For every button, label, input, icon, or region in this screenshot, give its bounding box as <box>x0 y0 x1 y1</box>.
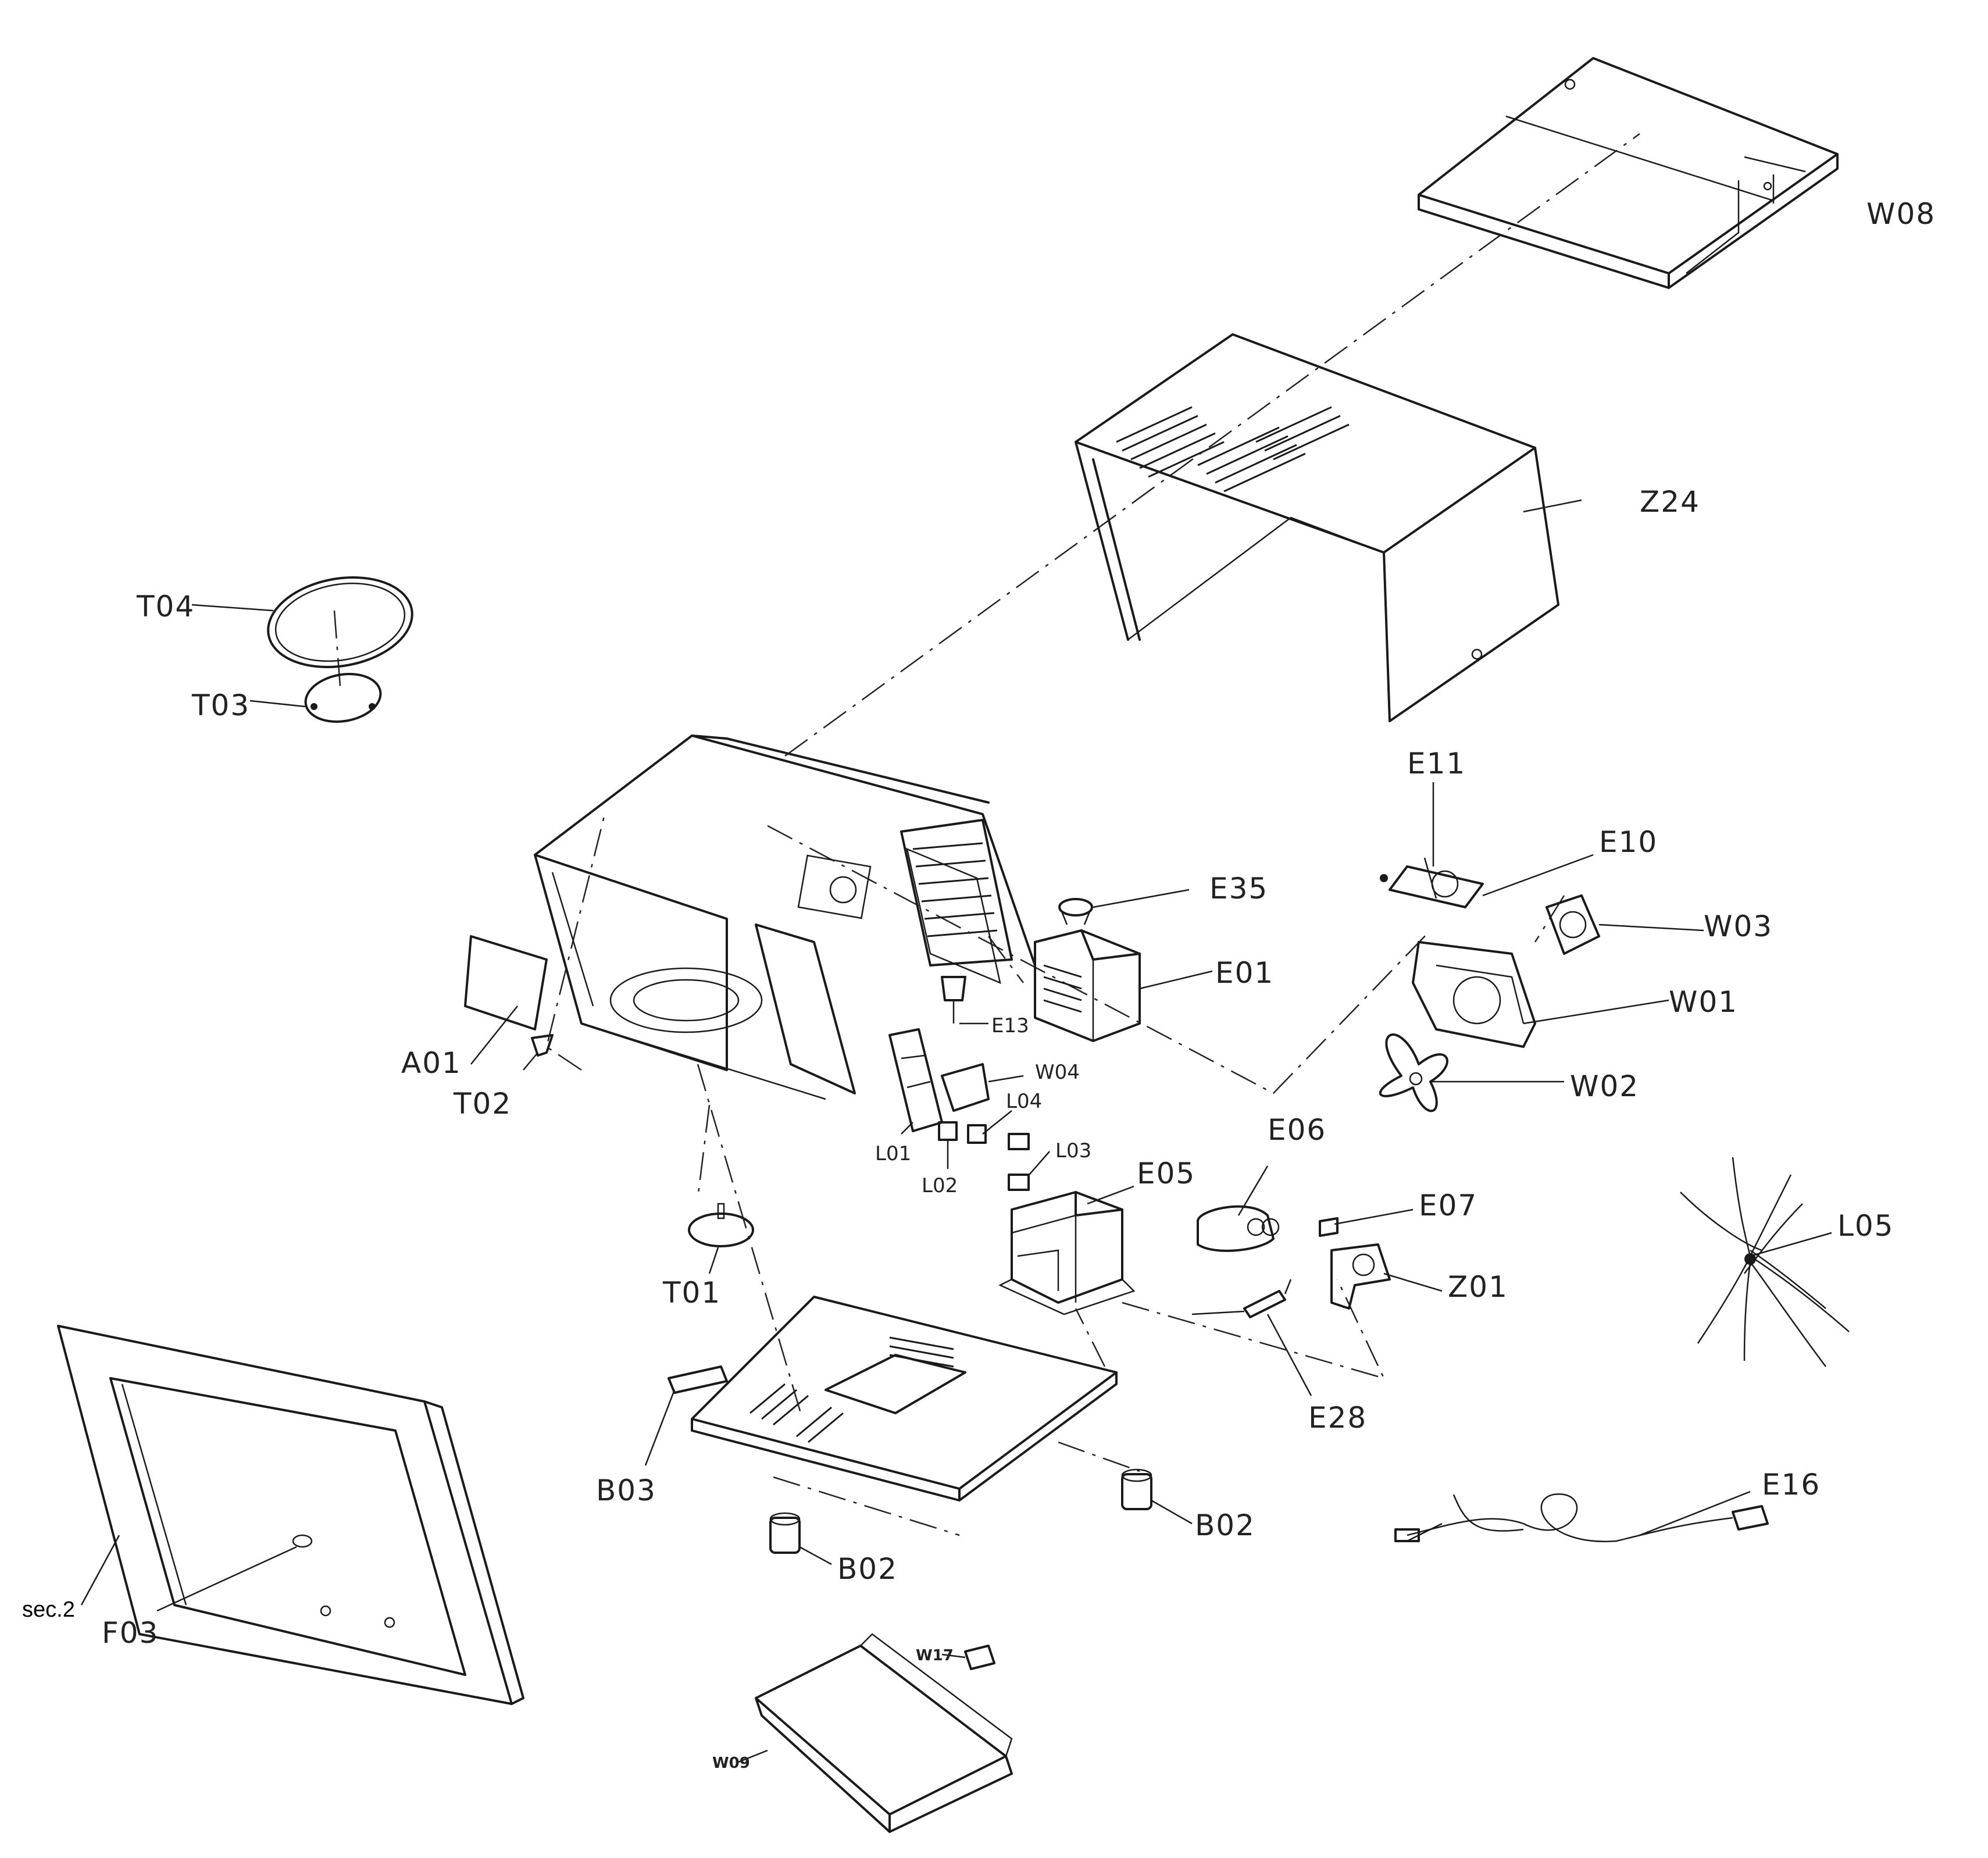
part-labels: W08 Z24 T04 T03 E11 E10 E35 W03 E01 W01 … <box>22 197 1936 1772</box>
leader-lines <box>80 156 1832 1763</box>
part-l04-switch <box>967 1124 987 1144</box>
cavity-side-vent-panel <box>900 819 1013 967</box>
label-w02: W02 <box>1570 1069 1639 1103</box>
label-t03: T03 <box>191 689 250 722</box>
part-a01-waveguide-cover <box>464 935 548 1030</box>
part-e35-thermostat <box>1058 898 1093 925</box>
part-e13-thermal-fuse <box>941 976 966 1023</box>
part-l05-wire-harness <box>1680 1157 1850 1367</box>
label-e07: E07 <box>1419 1189 1477 1222</box>
label-b03: B03 <box>596 1474 656 1507</box>
base-vent-slots <box>749 1336 954 1443</box>
cover-vent-grille <box>1116 406 1350 493</box>
label-t04: T04 <box>136 590 195 623</box>
label-l03: L03 <box>1055 1139 1091 1162</box>
label-t02: T02 <box>453 1087 512 1121</box>
label-e28: E28 <box>1308 1401 1367 1435</box>
part-b02-foot-left <box>769 1512 801 1554</box>
assembly-centerlines <box>333 133 1640 1536</box>
label-e11: E11 <box>1407 747 1466 780</box>
label-e06: E06 <box>1268 1113 1326 1147</box>
part-e16-power-cord <box>1394 1493 1769 1542</box>
label-w17: W17 <box>916 1647 954 1664</box>
part-w09-bottom-tray <box>755 1633 1013 1833</box>
label-e16: E16 <box>1762 1468 1821 1502</box>
part-l03-switch <box>1008 1133 1030 1191</box>
part-l01-latch-board <box>888 1028 943 1132</box>
label-l04: L04 <box>1006 1090 1042 1113</box>
label-w01: W01 <box>1669 985 1738 1019</box>
label-t01: T01 <box>662 1276 721 1310</box>
label-e13: E13 <box>991 1014 1029 1037</box>
part-z24-outer-cover <box>1075 333 1559 722</box>
label-b02-right: B02 <box>1195 1508 1255 1542</box>
part-e01-magnetron <box>1034 929 1141 1042</box>
label-e10: E10 <box>1599 825 1658 859</box>
label-a01: A01 <box>401 1046 462 1080</box>
part-z01-capacitor-bracket <box>1330 1243 1391 1310</box>
part-e28-hv-fuse <box>1191 1279 1292 1318</box>
part-w04-bracket <box>941 1063 990 1112</box>
part-b03-bracket <box>668 1365 728 1394</box>
label-z24: Z24 <box>1640 485 1700 519</box>
label-b02-left: B02 <box>837 1552 898 1586</box>
part-w03-fan-motor <box>1546 894 1600 955</box>
part-f03-door-frame <box>57 1325 524 1705</box>
part-t02-coupler <box>531 1034 554 1057</box>
label-w09: W09 <box>712 1754 750 1772</box>
part-w08-top-plate <box>1418 57 1839 289</box>
label-e35: E35 <box>1209 872 1268 905</box>
part-t03-roller-ring <box>304 673 382 723</box>
label-z01: Z01 <box>1448 1270 1508 1304</box>
part-e07-diode <box>1319 1217 1339 1237</box>
label-e05: E05 <box>1137 1157 1195 1190</box>
label-l01: L01 <box>875 1142 911 1165</box>
part-oven-cavity-chassis <box>534 734 1036 1100</box>
label-l05: L05 <box>1837 1209 1894 1243</box>
part-l02-switch <box>938 1121 958 1141</box>
part-t01-turntable-motor <box>688 1203 754 1247</box>
part-b02-foot-right <box>1121 1468 1152 1510</box>
part-e10-e11-fuse-holder <box>1380 857 1484 908</box>
part-e06-hv-capacitor <box>1197 1205 1280 1252</box>
label-l02: L02 <box>922 1174 958 1197</box>
part-w17-bracket <box>964 1645 995 1670</box>
label-w08: W08 <box>1866 197 1936 231</box>
label-f03: F03 <box>102 1616 159 1650</box>
part-e05-transformer <box>998 1191 1136 1315</box>
label-e01: E01 <box>1215 956 1274 990</box>
label-w03: W03 <box>1704 910 1773 943</box>
label-w04: W04 <box>1035 1061 1080 1084</box>
part-t04-glass-tray <box>267 576 413 668</box>
part-w02-fan-blade <box>1379 1033 1448 1112</box>
part-base-plate <box>691 1296 1118 1502</box>
part-w01-fan-duct <box>1412 941 1536 1048</box>
section-label: sec.2 <box>22 1597 75 1622</box>
